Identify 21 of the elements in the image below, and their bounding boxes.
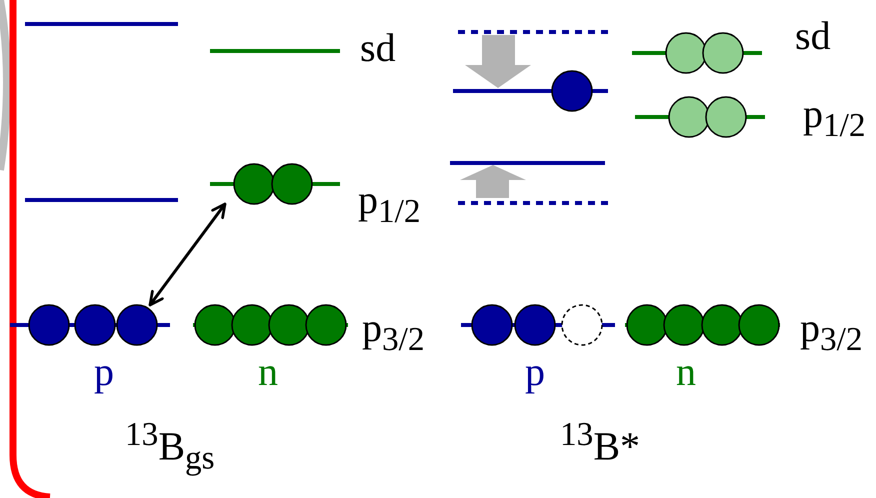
- double-arrow: [148, 202, 226, 306]
- nucleus-label: $^{13}$B$_{gs}$: [125, 418, 215, 475]
- nucleus-label: $^{13}$B*: [560, 418, 640, 466]
- particle-label: p: [94, 352, 114, 392]
- neutron-level: [210, 164, 340, 204]
- neutron-level: [625, 305, 780, 345]
- particle-label: p: [525, 352, 545, 392]
- level-label: p$_{1/2}$: [358, 180, 421, 228]
- neutron-level: [635, 97, 765, 137]
- level-label: p$_{3/2}$: [362, 308, 425, 356]
- level-label: p$_{3/2}$: [800, 308, 863, 356]
- particle-label: n: [258, 352, 278, 392]
- neutron-level: [632, 33, 762, 73]
- particle-label: n: [676, 352, 696, 392]
- proton-level: [10, 305, 170, 345]
- level-label: sd: [795, 16, 831, 56]
- neutron-level: [193, 305, 348, 345]
- proton-level: [453, 71, 608, 111]
- level-label: p$_{1/2}$: [803, 94, 866, 142]
- proton-level: [461, 305, 615, 345]
- level-label: sd: [360, 28, 396, 68]
